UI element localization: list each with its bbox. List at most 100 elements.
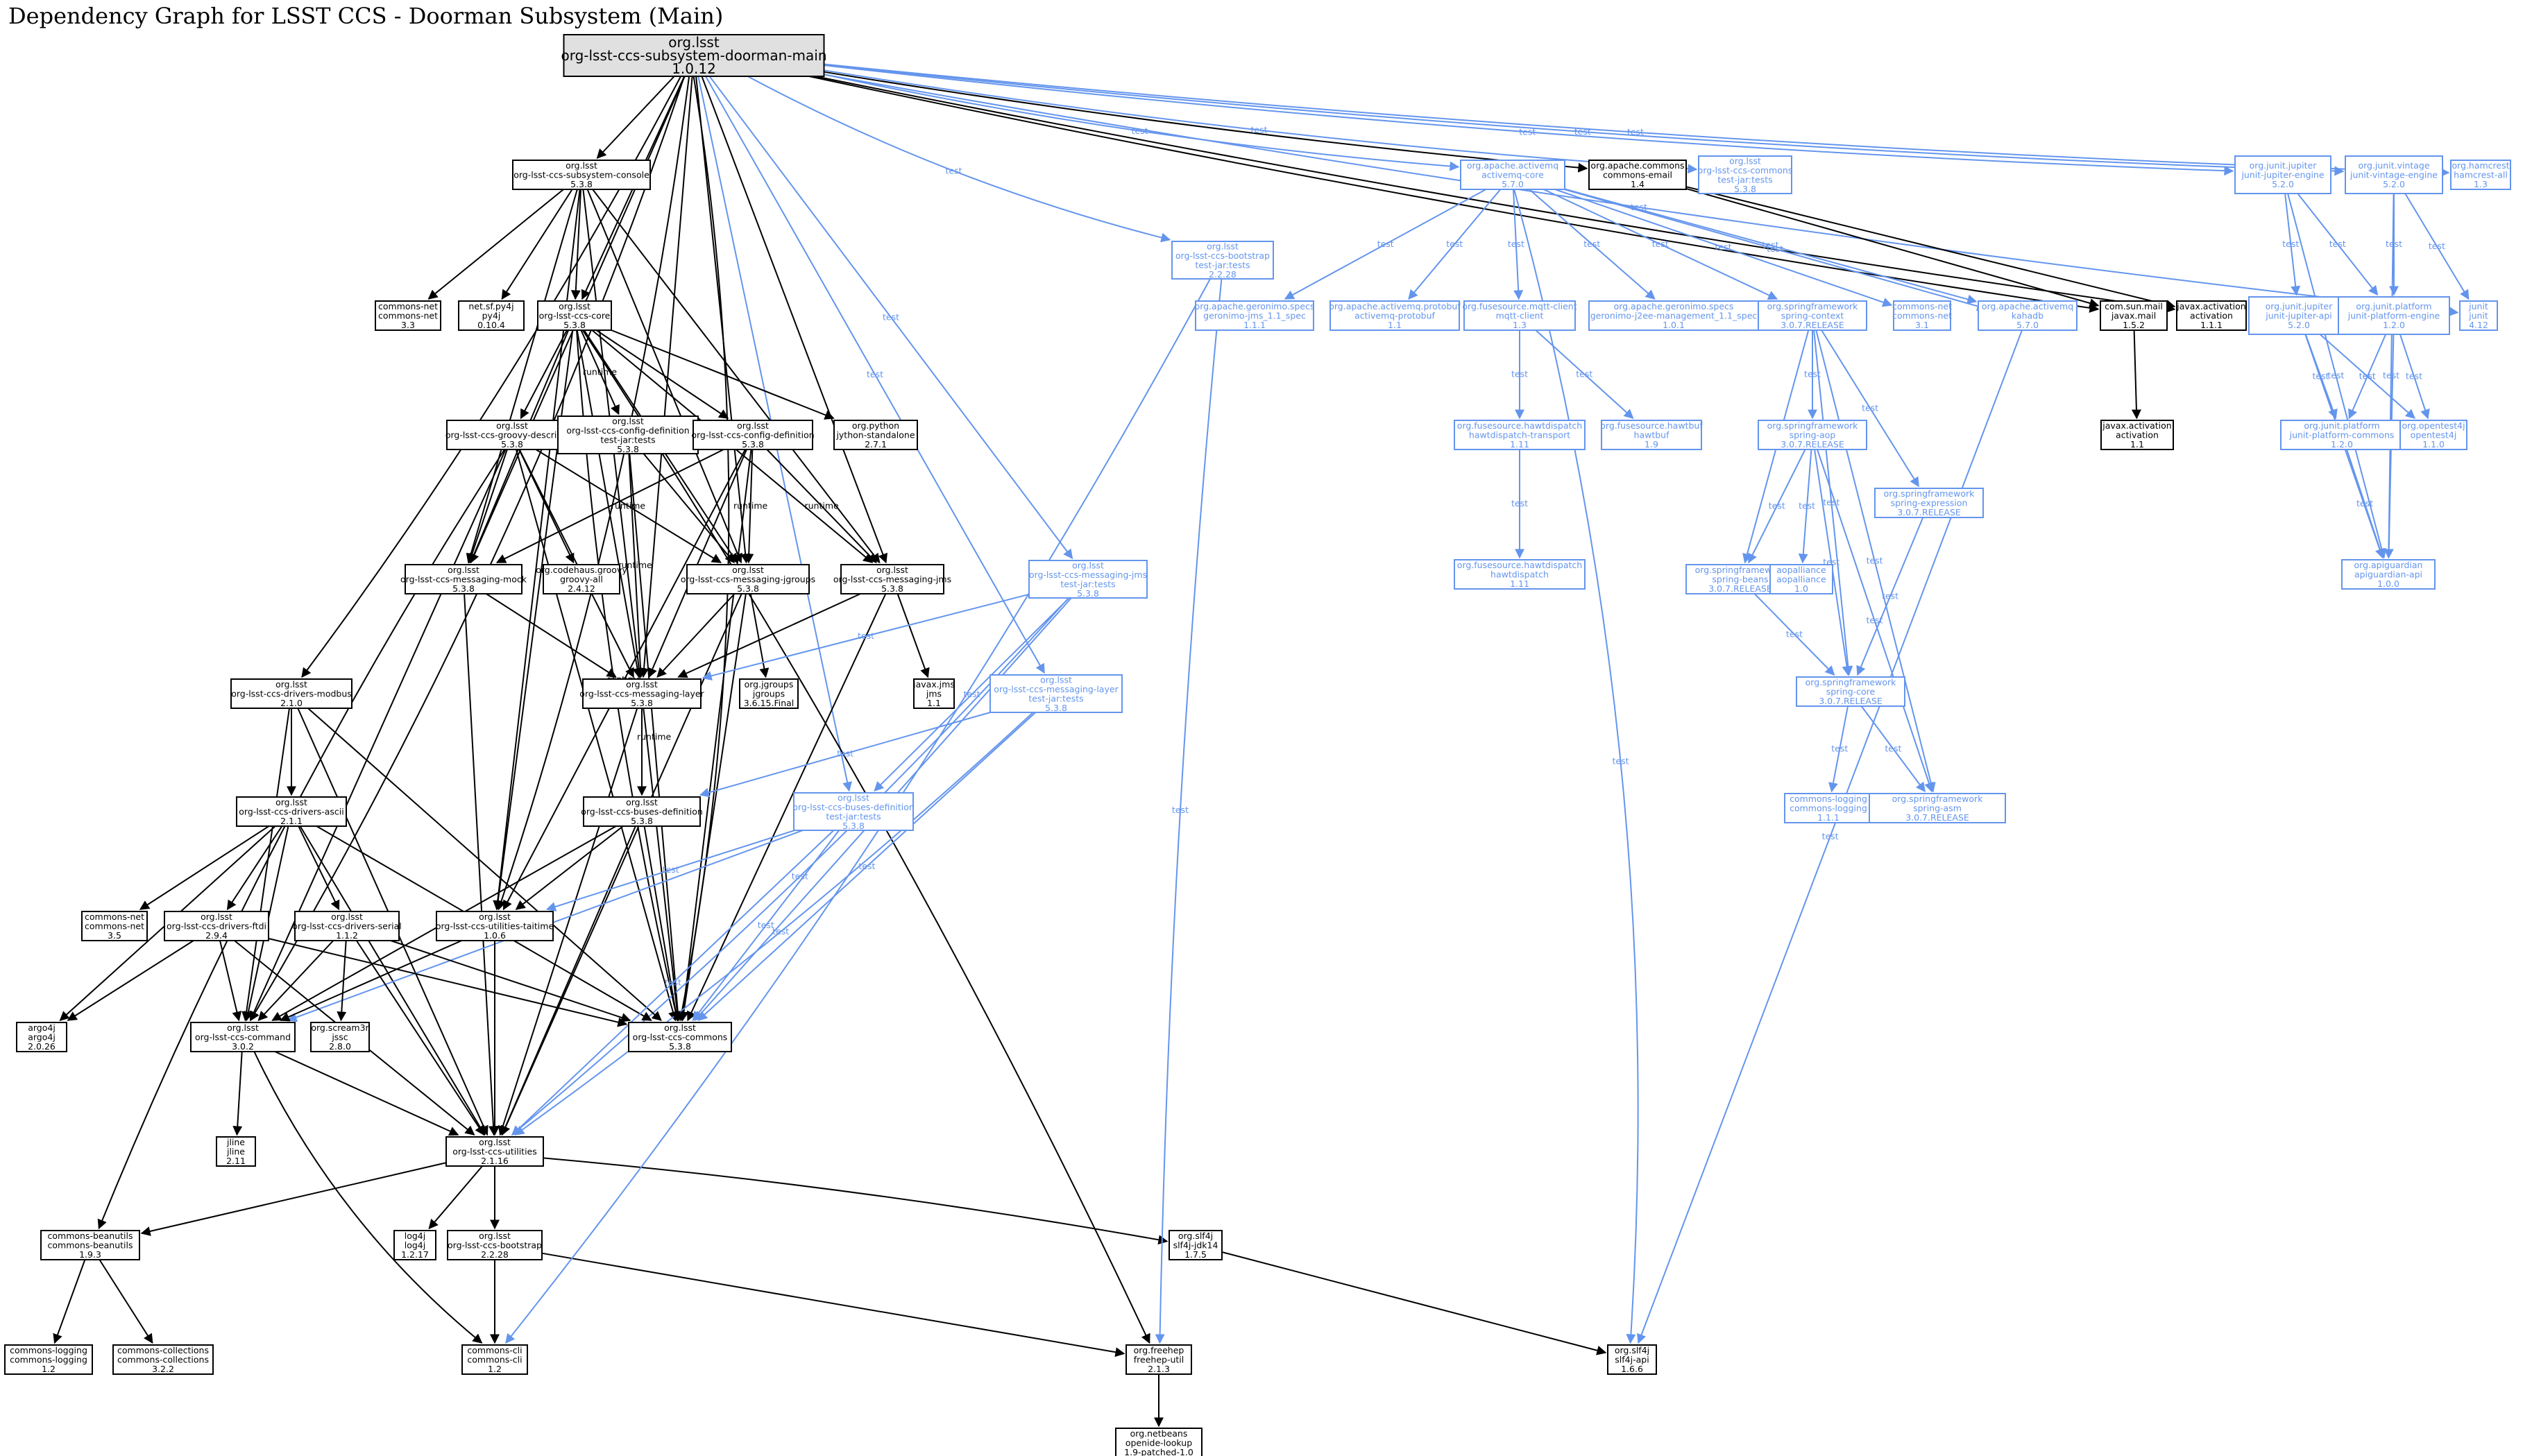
node-msglayertest[interactable]: org.lsstorg-lsst-ccs-messaging-layertest…: [989, 674, 1123, 713]
node-jmstest[interactable]: org.lsstorg-lsst-ccs-messaging-jmstest-j…: [1028, 560, 1148, 599]
edge-ftdi-to-commons: [268, 938, 628, 1027]
edge-label: test: [1822, 831, 1839, 841]
edge-jgroupsmsg-to-msglayer: [656, 593, 736, 678]
node-vintage[interactable]: org.junit.vintagejunit-vintage-engine5.2…: [2345, 155, 2443, 194]
node-label-line: 5.3.8: [631, 816, 653, 826]
edge-springbeans-to-springcore: test: [1753, 593, 1835, 676]
node-msglayer[interactable]: org.lsstorg-lsst-ccs-messaging-layer5.3.…: [579, 678, 705, 709]
node-gjms[interactable]: org.apache.geronimo.specsgeronimo-jms_1.…: [1195, 300, 1315, 331]
node-springcore[interactable]: org.springframeworkspring-core3.0.7.RELE…: [1796, 676, 1905, 707]
node-springasm[interactable]: org.springframeworkspring-asm3.0.7.RELEA…: [1869, 793, 2006, 823]
node-springctx[interactable]: org.springframeworkspring-context3.0.7.R…: [1758, 300, 1867, 331]
node-jgroupsmsg[interactable]: org.lsstorg-lsst-ccs-messaging-jgroups5.…: [681, 564, 815, 594]
node-box: [1588, 300, 1759, 331]
edge-root-to-cemail: [824, 71, 1588, 173]
node-gj2ee[interactable]: org.apache.geronimo.specsgeronimo-j2ee-m…: [1588, 300, 1759, 331]
node-label-line: commons-net: [378, 311, 438, 321]
node-box: [1329, 300, 1460, 331]
node-springaop[interactable]: org.springframeworkspring-aop3.0.7.RELEA…: [1758, 420, 1867, 450]
node-console[interactable]: org.lsstorg-lsst-ccs-subsystem-console5.…: [512, 160, 651, 190]
node-taitime[interactable]: org.lsstorg-lsst-ccs-utilities-taitime1.…: [436, 911, 554, 941]
node-ccoll[interactable]: commons-collectionscommons-collections3.…: [112, 1344, 214, 1375]
node-label-line: 1.4: [1631, 179, 1645, 189]
node-box: [2338, 296, 2450, 335]
edge-line: [1828, 705, 1849, 793]
node-hdtransport[interactable]: org.fusesource.hawtdispatchhawtdispatch-…: [1454, 420, 1586, 450]
node-platformcommons[interactable]: org.junit.platformjunit-platform-commons…: [2280, 420, 2404, 450]
node-box: [1874, 488, 1984, 518]
node-busesdeftest[interactable]: org.lsstorg-lsst-ccs-buses-definitiontes…: [792, 792, 915, 831]
node-platformengine[interactable]: org.junit.platformjunit-platform-engine1…: [2338, 296, 2450, 335]
node-label-line: org.lsst: [626, 797, 658, 807]
node-bootstraptest[interactable]: org.lsstorg-lsst-ccs-bootstraptest-jar:t…: [1171, 241, 1274, 280]
edge-line: [1221, 1251, 1607, 1355]
edge-label: test: [758, 920, 774, 930]
node-cfgdef[interactable]: org.lsstorg-lsst-ccs-config-definition5.…: [691, 420, 815, 450]
node-amqpb[interactable]: org.apache.activemq.protobufactivemq-pro…: [1329, 300, 1461, 331]
edge-line: [747, 76, 1171, 243]
node-label-line: org.springframework: [1892, 794, 1983, 804]
node-label-line: org-lsst-ccs-utilities: [452, 1147, 537, 1157]
node-label-line: 2.1.0: [280, 698, 303, 708]
edge-line: [1513, 189, 1524, 300]
node-label-line: log4j: [405, 1240, 425, 1251]
node-springexpr[interactable]: org.springframeworkspring-expression3.0.…: [1874, 488, 1984, 518]
node-netbeans[interactable]: org.netbeansopenide-lookup1.9-patched-1.…: [1115, 1428, 1203, 1456]
node-box: [512, 160, 651, 190]
node-jupiterengine[interactable]: org.junit.jupiterjunit-jupiter-engine5.2…: [2234, 155, 2331, 194]
node-hd[interactable]: org.fusesource.hawtdispatchhawtdispatch1…: [1454, 559, 1586, 590]
node-commonstest[interactable]: org.lsstorg-lsst-ccs-commonstest-jar:tes…: [1698, 155, 1793, 194]
edge-label: test: [1446, 239, 1463, 249]
node-busesdef[interactable]: org.lsstorg-lsst-ccs-buses-definition5.3…: [581, 796, 703, 827]
edge-root-to-command: [250, 76, 686, 1022]
node-cfgdeftest[interactable]: org.lsstorg-lsst-ccs-config-definitionte…: [557, 416, 699, 454]
node-root[interactable]: org.lsstorg-lsst-ccs-subsystem-doorman-m…: [561, 34, 827, 77]
node-label-line: 2.1.1: [280, 816, 303, 826]
node-springbeans[interactable]: org.springframeworkspring-beans3.0.7.REL…: [1685, 564, 1795, 594]
